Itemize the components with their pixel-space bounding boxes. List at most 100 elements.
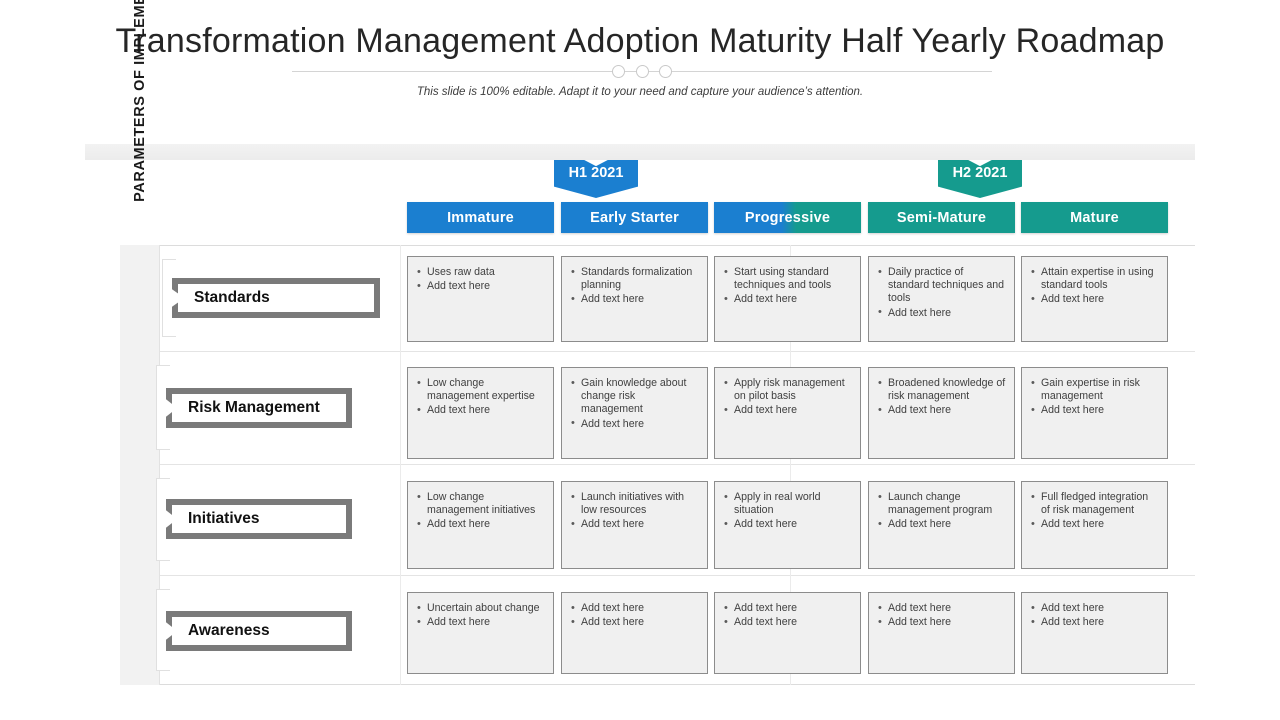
parameter-bracket-2 (156, 365, 170, 450)
matrix-cell-r3-c2[interactable]: Launch initiatives with low resourcesAdd… (561, 481, 708, 569)
cell-bullet-item: Add text here (1030, 601, 1159, 615)
parameter-flag-label: Standards (194, 289, 270, 306)
cell-bullet-item: Full fledged integration of risk managem… (1030, 490, 1159, 517)
cell-bullet-item: Add text here (723, 518, 852, 531)
cell-bullet-item: Add text here (877, 306, 1006, 320)
cell-bullet-list: Add text hereAdd text here (570, 601, 699, 629)
parameter-flag-2[interactable]: Risk Management (166, 388, 352, 428)
divider-dot-1 (612, 65, 625, 78)
cell-bullet-item: Attain expertise in using standard tools (1030, 265, 1159, 292)
cell-bullet-item: Add text here (877, 404, 1006, 417)
divider-dot-3 (659, 65, 672, 78)
matrix-cell-r4-c4[interactable]: Add text hereAdd text here (868, 592, 1015, 674)
cell-bullet-item: Add text here (570, 616, 699, 629)
parameter-flag-label: Awareness (188, 622, 270, 639)
cell-bullet-list: Low change management initiativesAdd tex… (416, 490, 545, 532)
cell-bullet-item: Low change management expertise (416, 376, 545, 403)
cell-bullet-item: Launch initiatives with low resources (570, 490, 699, 517)
cell-bullet-list: Broadened knowledge of risk managementAd… (877, 376, 1006, 418)
matrix-cell-r2-c2[interactable]: Gain knowledge about change risk managem… (561, 367, 708, 459)
matrix-cell-r4-c1[interactable]: Uncertain about changeAdd text here (407, 592, 554, 674)
stage-header-label: Progressive (744, 209, 831, 226)
matrix-cell-r1-c4[interactable]: Daily practice of standard techniques an… (868, 256, 1015, 342)
cell-bullet-list: Start using standard techniques and tool… (723, 265, 852, 307)
cell-bullet-list: Full fledged integration of risk managem… (1030, 490, 1159, 532)
stage-header-label: Mature (1070, 209, 1119, 226)
cell-bullet-list: Add text hereAdd text here (723, 601, 852, 629)
stage-header-2[interactable]: Early Starter (561, 202, 708, 233)
cell-bullet-item: Add text here (416, 616, 545, 629)
matrix-cell-r3-c5[interactable]: Full fledged integration of risk managem… (1021, 481, 1168, 569)
stage-header-1[interactable]: Immature (407, 202, 554, 233)
divider-dot-2 (635, 65, 649, 78)
matrix-cell-r1-c1[interactable]: Uses raw dataAdd text here (407, 256, 554, 342)
matrix-cell-r2-c3[interactable]: Apply risk management on pilot basisAdd … (714, 367, 861, 459)
cell-bullet-item: Broadened knowledge of risk management (877, 376, 1006, 403)
cell-bullet-item: Apply risk management on pilot basis (723, 376, 852, 403)
cell-bullet-item: Add text here (570, 601, 699, 615)
cell-bullet-list: Attain expertise in using standard tools… (1030, 265, 1159, 307)
matrix-cell-r4-c3[interactable]: Add text hereAdd text here (714, 592, 861, 674)
cell-bullet-list: Launch initiatives with low resourcesAdd… (570, 490, 699, 532)
stage-header-3[interactable]: Progressive (714, 202, 861, 233)
matrix-cell-r2-c4[interactable]: Broadened knowledge of risk managementAd… (868, 367, 1015, 459)
cell-bullet-item: Add text here (1030, 616, 1159, 629)
parameter-bracket-3 (156, 478, 170, 561)
cell-bullet-list: Add text hereAdd text here (1030, 601, 1159, 629)
cell-bullet-item: Low change management initiatives (416, 490, 545, 517)
stage-header-5[interactable]: Mature (1021, 202, 1168, 233)
cell-bullet-item: Add text here (570, 293, 699, 306)
cell-bullet-list: Standards formalization planningAdd text… (570, 265, 699, 307)
divider-dots (612, 64, 672, 79)
page-subtitle: This slide is 100% editable. Adapt it to… (416, 86, 864, 98)
matrix-cell-r2-c5[interactable]: Gain expertise in risk managementAdd tex… (1021, 367, 1168, 459)
cell-bullet-item: Add text here (1030, 404, 1159, 417)
cell-bullet-item: Add text here (416, 280, 545, 293)
matrix-cell-r4-c5[interactable]: Add text hereAdd text here (1021, 592, 1168, 674)
cell-bullet-list: Gain expertise in risk managementAdd tex… (1030, 376, 1159, 418)
cell-bullet-item: Add text here (723, 293, 852, 306)
cell-bullet-item: Add text here (1030, 293, 1159, 306)
matrix-cell-r3-c3[interactable]: Apply in real world situationAdd text he… (714, 481, 861, 569)
cell-bullet-item: Add text here (1030, 518, 1159, 531)
parameter-flag-4[interactable]: Awareness (166, 611, 352, 651)
matrix-cell-r1-c3[interactable]: Start using standard techniques and tool… (714, 256, 861, 342)
parameter-flag-label: Initiatives (188, 510, 260, 527)
cell-bullet-item: Add text here (723, 601, 852, 615)
parameter-bracket-4 (156, 589, 170, 671)
stage-header-label: Early Starter (590, 209, 679, 226)
cell-bullet-list: Low change management expertiseAdd text … (416, 376, 545, 418)
cell-bullet-item: Add text here (723, 616, 852, 629)
cell-bullet-list: Apply risk management on pilot basisAdd … (723, 376, 852, 418)
cell-bullet-item: Gain knowledge about change risk managem… (570, 377, 699, 417)
matrix-cell-r3-c1[interactable]: Low change management initiativesAdd tex… (407, 481, 554, 569)
cell-bullet-item: Add text here (416, 404, 545, 417)
cell-bullet-item: Uses raw data (416, 265, 545, 279)
axis-rail (120, 245, 160, 685)
half-badge-h1: H1 2021 (554, 160, 638, 198)
row-separator-3 (160, 575, 1195, 576)
matrix-cell-r2-c1[interactable]: Low change management expertiseAdd text … (407, 367, 554, 459)
row-separator-2 (160, 464, 1195, 465)
page-title: Transformation Management Adoption Matur… (115, 22, 1165, 60)
cell-bullet-item: Add text here (570, 518, 699, 531)
matrix-grid (120, 245, 1195, 685)
cell-bullet-item: Start using standard techniques and tool… (723, 265, 852, 292)
cell-bullet-item: Daily practice of standard techniques an… (877, 266, 1006, 306)
cell-bullet-item: Apply in real world situation (723, 490, 852, 517)
stage-header-4[interactable]: Semi-Mature (868, 202, 1015, 233)
cell-bullet-list: Gain knowledge about change risk managem… (570, 377, 699, 431)
cell-bullet-item: Add text here (416, 518, 545, 531)
cell-bullet-item: Gain expertise in risk management (1030, 376, 1159, 403)
cell-bullet-item: Standards formalization planning (570, 265, 699, 292)
parameter-flag-3[interactable]: Initiatives (166, 499, 352, 539)
matrix-cell-r1-c5[interactable]: Attain expertise in using standard tools… (1021, 256, 1168, 342)
parameter-flag-1[interactable]: Standards (172, 278, 380, 318)
cell-bullet-item: Add text here (877, 518, 1006, 531)
matrix-cell-r1-c2[interactable]: Standards formalization planningAdd text… (561, 256, 708, 342)
cell-bullet-item: Launch change management program (877, 490, 1006, 517)
column-separator-2 (790, 245, 791, 685)
matrix-cell-r3-c4[interactable]: Launch change management programAdd text… (868, 481, 1015, 569)
cell-bullet-item: Add text here (570, 417, 699, 431)
matrix-cell-r4-c2[interactable]: Add text hereAdd text here (561, 592, 708, 674)
